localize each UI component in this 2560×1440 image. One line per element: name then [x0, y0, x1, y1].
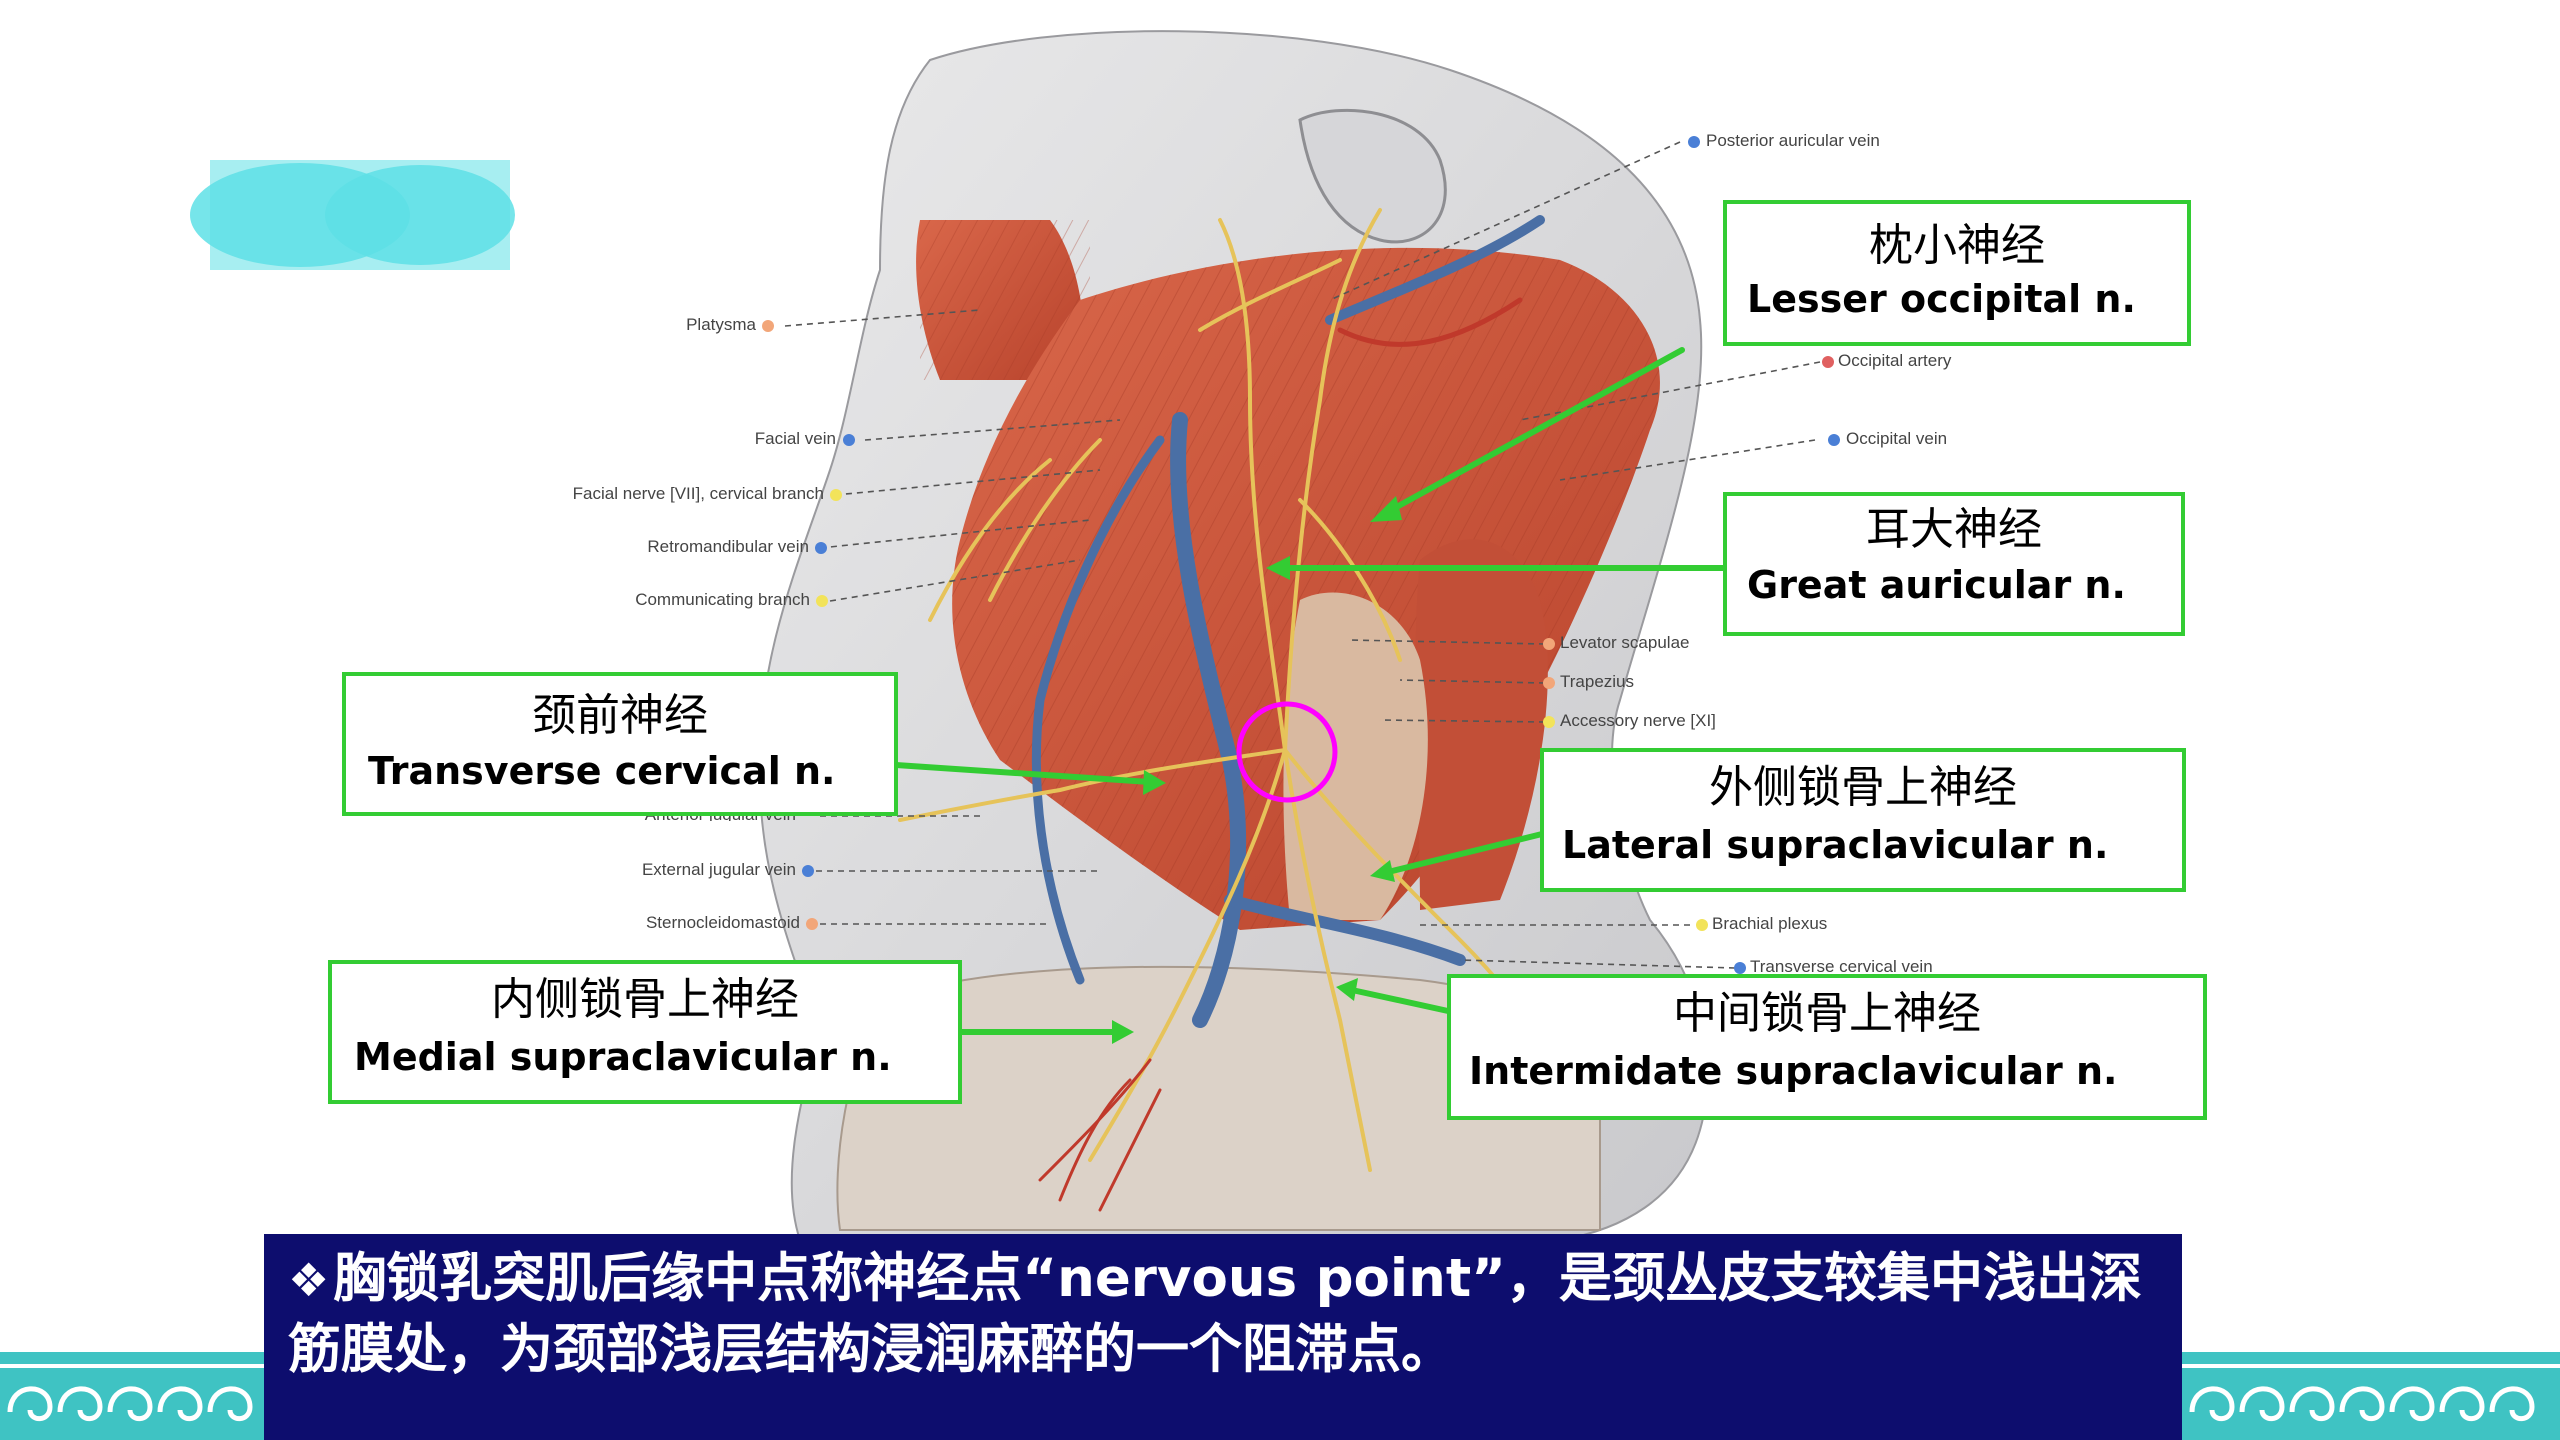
callout-transverse-cervical: 颈前神经 Transverse cervical n. [342, 672, 898, 816]
label-sternocleidomastoid: Sternocleidomastoid [645, 913, 800, 932]
callout-medial-supraclavicular-zh: 内侧锁骨上神经 [491, 974, 799, 1025]
label-facial-vein: Facial vein [754, 429, 836, 448]
callout-arrows [893, 347, 1729, 1044]
occipital-vein [1325, 215, 1545, 325]
label-communicating-branch: Communicating branch [635, 590, 810, 609]
callout-lateral-supraclavicular: 外侧锁骨上神经 Lateral supraclavicular n. [1540, 748, 2186, 892]
label-markers [762, 136, 1840, 974]
label-levator-scapulae: Levator scapulae [1560, 633, 1690, 652]
cyan-decoration [190, 160, 515, 270]
border-pattern-left [0, 1352, 264, 1440]
posterior-triangle-floor [1283, 592, 1428, 920]
label-platysma: Platysma [686, 315, 756, 334]
callout-intermediate-supraclavicular: 中间锁骨上神经 Intermidate supraclavicular n. [1447, 974, 2207, 1120]
callout-intermediate-supraclavicular-en: Intermidate supraclavicular n. [1469, 1049, 2118, 1093]
label-brachial-plexus: Brachial plexus [1712, 914, 1828, 933]
caption-bullet: ❖ [288, 1253, 330, 1307]
callout-transverse-cervical-en: Transverse cervical n. [368, 749, 836, 793]
callout-transverse-cervical-zh: 颈前神经 [532, 690, 708, 741]
callout-great-auricular: 耳大神经 Great auricular n. [1723, 492, 2185, 636]
label-occipital-vein: Occipital vein [1846, 429, 1948, 448]
callout-great-auricular-en: Great auricular n. [1747, 563, 2126, 607]
label-external-jugular-vein: External jugular vein [641, 860, 796, 879]
callout-medial-supraclavicular-en: Medial supraclavicular n. [354, 1035, 892, 1079]
callout-medial-supraclavicular: 内侧锁骨上神经 Medial supraclavicular n. [328, 960, 962, 1104]
label-accessory-nerve: Accessory nerve [XI] [1560, 711, 1716, 730]
caption-text: 胸锁乳突肌后缘中点称神经点“nervous point”，是颈丛皮支较集中浅出深… [288, 1248, 2143, 1380]
caption-banner: ❖胸锁乳突肌后缘中点称神经点“nervous point”，是颈丛皮支较集中浅出… [264, 1234, 2182, 1440]
label-trapezius: Trapezius [1560, 672, 1635, 691]
ear [1298, 108, 1447, 244]
border-pattern-right [2182, 1352, 2560, 1440]
trapezius-muscle [1415, 539, 1548, 910]
label-posterior-auricular-vein: Posterior auricular vein [1706, 131, 1880, 150]
callout-lesser-occipital-en: Lesser occipital n. [1747, 277, 2136, 321]
callout-lateral-supraclavicular-zh: 外侧锁骨上神经 [1709, 762, 2017, 813]
transverse-cervical-vein [1224, 894, 1466, 966]
callout-great-auricular-zh: 耳大神经 [1866, 504, 2042, 555]
label-transverse-cervical-vein: Transverse cervical vein [1750, 957, 1933, 974]
callout-lesser-occipital-zh: 枕小神经 [1869, 220, 2045, 271]
label-occipital-artery: Occipital artery [1838, 351, 1952, 370]
label-retromandibular-vein: Retromandibular vein [647, 537, 809, 556]
anterior-jugular-vein [1031, 435, 1165, 985]
occipital-artery [1337, 297, 1523, 347]
callout-lateral-supraclavicular-en: Lateral supraclavicular n. [1562, 823, 2109, 867]
label-facial-nerve: Facial nerve [VII], cervical branch [572, 484, 824, 503]
callout-intermediate-supraclavicular-zh: 中间锁骨上神经 [1673, 988, 1981, 1039]
chest-arteries [1038, 1058, 1162, 1212]
callout-lesser-occipital: 枕小神经 Lesser occipital n. [1723, 200, 2191, 346]
nervous-point-circle [1236, 701, 1338, 803]
